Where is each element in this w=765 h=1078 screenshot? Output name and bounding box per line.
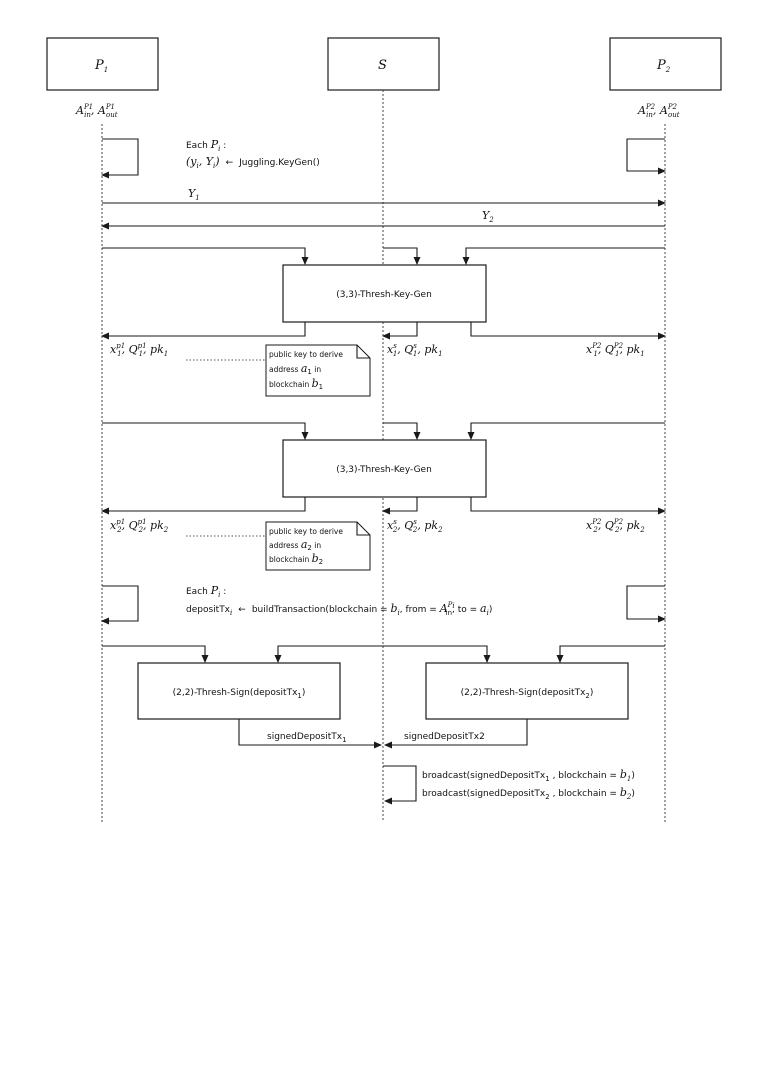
svg-text:(2,2)-Thresh-Sign(depositTx1): (2,2)-Thresh-Sign(depositTx1) (173, 688, 306, 700)
self-loop-p2-buildtx (626, 585, 666, 623)
sign2-input-s (383, 645, 491, 663)
svg-text:address a2 in: address a2 in (269, 538, 321, 552)
sign1-output-label: signedDepositTx1 (267, 732, 347, 744)
keygen1-output-p2 (470, 322, 666, 340)
sign1-input-s (274, 645, 383, 663)
keygen2-output-p1 (101, 497, 306, 515)
sign1-box: (2,2)-Thresh-Sign(depositTx1) (137, 662, 341, 720)
participant-p2: P2 (609, 37, 722, 91)
svg-text:blockchain b2: blockchain b2 (269, 552, 323, 566)
keygen2-output-s (382, 497, 418, 515)
broadcast-line-1: broadcast(signedDepositTx1 , blockchain … (422, 768, 635, 783)
svg-text:(3,3)-Thresh-Key-Gen: (3,3)-Thresh-Key-Gen (336, 465, 432, 475)
svg-text:P1: P1 (94, 58, 108, 74)
svg-text:public key to derive: public key to derive (269, 350, 343, 359)
self-loop-p1-buildtx (101, 585, 139, 625)
sign2-input-p2 (556, 645, 665, 663)
step1-keygen-label: (yi, Yi)←Juggling.KeyGen() (186, 155, 320, 170)
step2-buildtx-label: depositTxi←buildTransaction(blockchain =… (186, 601, 492, 617)
svg-text:P2: P2 (656, 58, 671, 74)
message-y2-label: Y2 (482, 209, 494, 224)
sign1-output-arrow (238, 719, 382, 749)
step2-each-label: Each Pi : (186, 584, 226, 599)
keygen2-box: (3,3)-Thresh-Key-Gen (282, 439, 487, 498)
svg-text:(3,3)-Thresh-Key-Gen: (3,3)-Thresh-Key-Gen (336, 290, 432, 300)
self-loop-s-broadcast (383, 765, 417, 805)
broadcast-line-2: broadcast(signedDepositTx2 , blockchain … (422, 786, 635, 801)
participant-p1: P1 (46, 37, 159, 91)
self-loop-p1-keygen (101, 138, 139, 179)
keygen2-input-p2 (467, 422, 665, 440)
svg-text:S: S (378, 58, 387, 73)
step1-each-label: Each Pi : (186, 138, 226, 153)
sign2-box: (2,2)-Thresh-Sign(depositTx2) (425, 662, 629, 720)
svg-text:blockchain b1: blockchain b1 (269, 377, 323, 391)
sign1-input-p1 (102, 645, 209, 663)
keygen2-input-s (383, 422, 421, 440)
keygen2-input-p1 (102, 422, 309, 440)
keygen1-input-s (383, 247, 421, 265)
sign2-output-label: signedDepositTx2 (404, 732, 485, 742)
sign2-output-arrow (384, 719, 528, 749)
svg-text:(2,2)-Thresh-Sign(depositTx2): (2,2)-Thresh-Sign(depositTx2) (461, 688, 594, 700)
participant-s: S (327, 37, 440, 91)
note1-box: public key to derive address a1 in block… (265, 344, 371, 397)
self-loop-p2-keygen (626, 138, 666, 175)
keygen1-input-p1 (102, 247, 309, 265)
note2-box: public key to derive address a2 in block… (265, 521, 371, 571)
svg-text:address a1 in: address a1 in (269, 362, 321, 376)
keygen1-box: (3,3)-Thresh-Key-Gen (282, 264, 487, 323)
svg-text:public key to derive: public key to derive (269, 527, 343, 536)
message-y1-label: Y1 (188, 187, 200, 202)
keygen2-output-p2 (470, 497, 666, 515)
keygen1-input-p2 (462, 247, 665, 265)
keygen1-output-p1 (101, 322, 306, 340)
keygen1-output-s (382, 322, 418, 340)
